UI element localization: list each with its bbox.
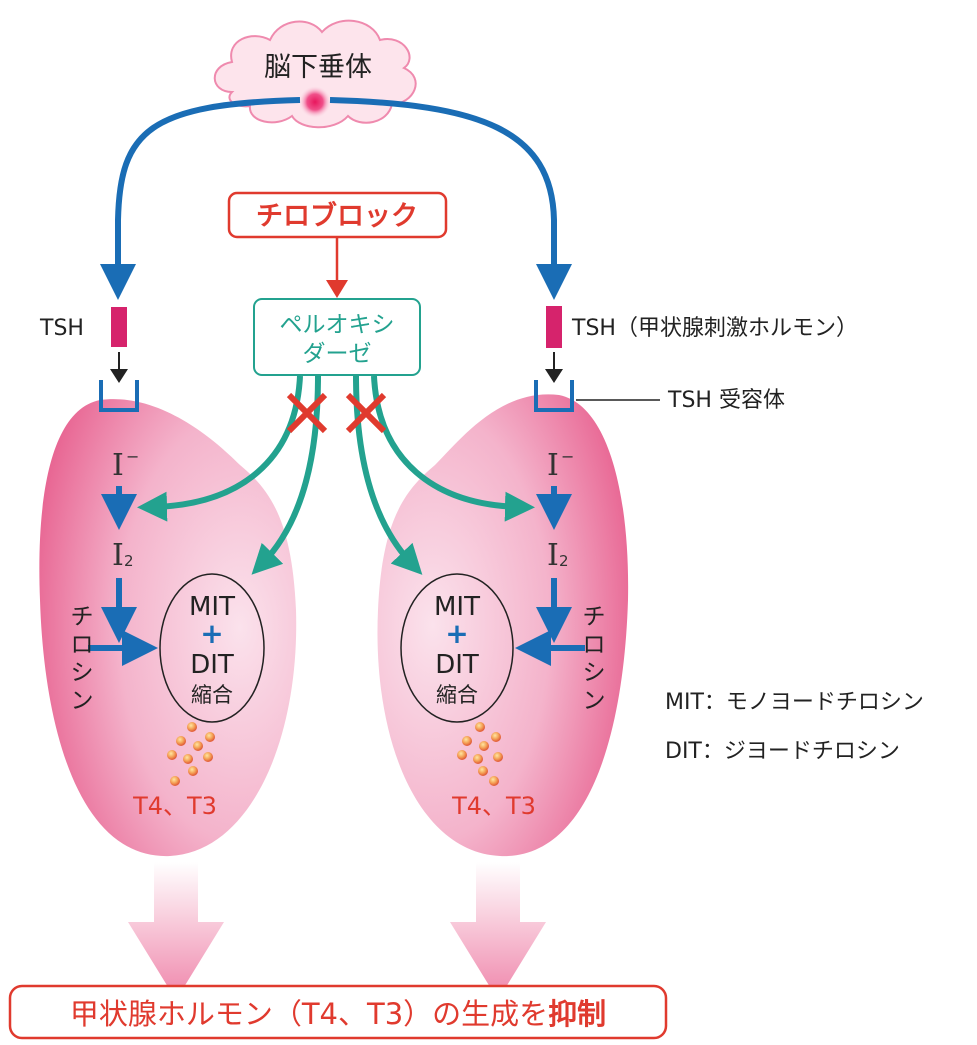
pituitary-dot — [299, 86, 331, 118]
tsh-binding-arrow-right — [545, 352, 563, 383]
condense-left: 縮合 — [191, 683, 233, 707]
legend-dit: DIT：ジヨードチロシン — [665, 739, 900, 764]
iodide-left: I — [112, 448, 124, 483]
result-main: 甲状腺ホルモン（T4、T3）の生成を — [70, 997, 548, 1031]
result-box — [8, 984, 668, 1040]
iodide-right: I — [547, 448, 559, 483]
drug-arrow-head — [326, 280, 348, 298]
tyrosine-char: ン — [71, 688, 94, 714]
coupling-oval-right — [400, 573, 514, 723]
hormones-right: T4、T3 — [451, 792, 536, 820]
tsh-secretion-arrow-left — [100, 97, 301, 300]
output-arrow-left — [128, 862, 224, 1000]
hormone-particles-left — [167, 722, 215, 786]
coupling-oval-left — [159, 573, 265, 723]
tyrosine-char: チ — [583, 604, 606, 630]
pituitary-label: 脳下垂体 — [264, 52, 372, 83]
tyrosine-char: シ — [583, 660, 606, 686]
tsh-receptor-right — [534, 380, 574, 412]
iodine-sub-left: 2 — [124, 552, 134, 570]
tsh-label-left: TSH — [39, 316, 84, 341]
dit-left: DIT — [190, 650, 234, 680]
drug-label: チロブロック — [256, 200, 418, 232]
tsh-secretion-arrow-right — [329, 97, 572, 300]
iodine-right: I — [547, 538, 559, 573]
plus-left: + — [200, 617, 223, 650]
tsh-bar-left — [111, 307, 127, 347]
tyrosine-char: ン — [583, 688, 606, 714]
enzyme-box — [253, 298, 421, 376]
tyrosine-char: ロ — [71, 632, 94, 658]
iodine-sub-right: 2 — [559, 552, 569, 570]
plus-right: + — [445, 617, 468, 650]
hormones-left: T4、T3 — [132, 792, 217, 820]
tyrosine-char: ロ — [583, 632, 606, 658]
mit-right: MIT — [434, 592, 480, 622]
tsh-bar-right — [546, 306, 562, 348]
tsh-label-right: TSH（甲状腺刺激ホルモン） — [571, 316, 858, 341]
iodide-charge-left: − — [126, 447, 139, 466]
condense-right: 縮合 — [436, 683, 478, 707]
enzyme-label-line2: ダーゼ — [303, 341, 372, 367]
mit-left: MIT — [189, 592, 235, 622]
tsh-binding-arrow-left — [110, 352, 128, 383]
legend-mit: MIT：モノヨードチロシン — [665, 690, 924, 715]
iodine-left: I — [112, 538, 124, 573]
tyrosine-label-left: チ ロ シ ン — [71, 604, 94, 714]
dit-right: DIT — [435, 650, 479, 680]
enzyme-label-line1: ペルオキシ — [280, 312, 395, 338]
result-emphasis: 抑制 — [548, 997, 606, 1031]
hormone-particles-right — [457, 722, 503, 786]
block-mark-left — [286, 392, 328, 434]
result-text: 甲状腺ホルモン（T4、T3）の生成を抑制 — [70, 997, 606, 1031]
tyrosine-char: チ — [71, 604, 94, 630]
enzyme-arrow-right-outer — [371, 375, 535, 522]
drug-box — [227, 191, 448, 239]
tyrosine-label-right: チ ロ シ ン — [583, 604, 606, 714]
tyrosine-char: シ — [71, 660, 94, 686]
iodide-charge-right: − — [561, 447, 574, 466]
receptor-label: TSH 受容体 — [667, 388, 785, 413]
output-arrow-right — [450, 862, 546, 1000]
tsh-receptor-left — [99, 380, 139, 412]
block-mark-right — [345, 392, 387, 434]
